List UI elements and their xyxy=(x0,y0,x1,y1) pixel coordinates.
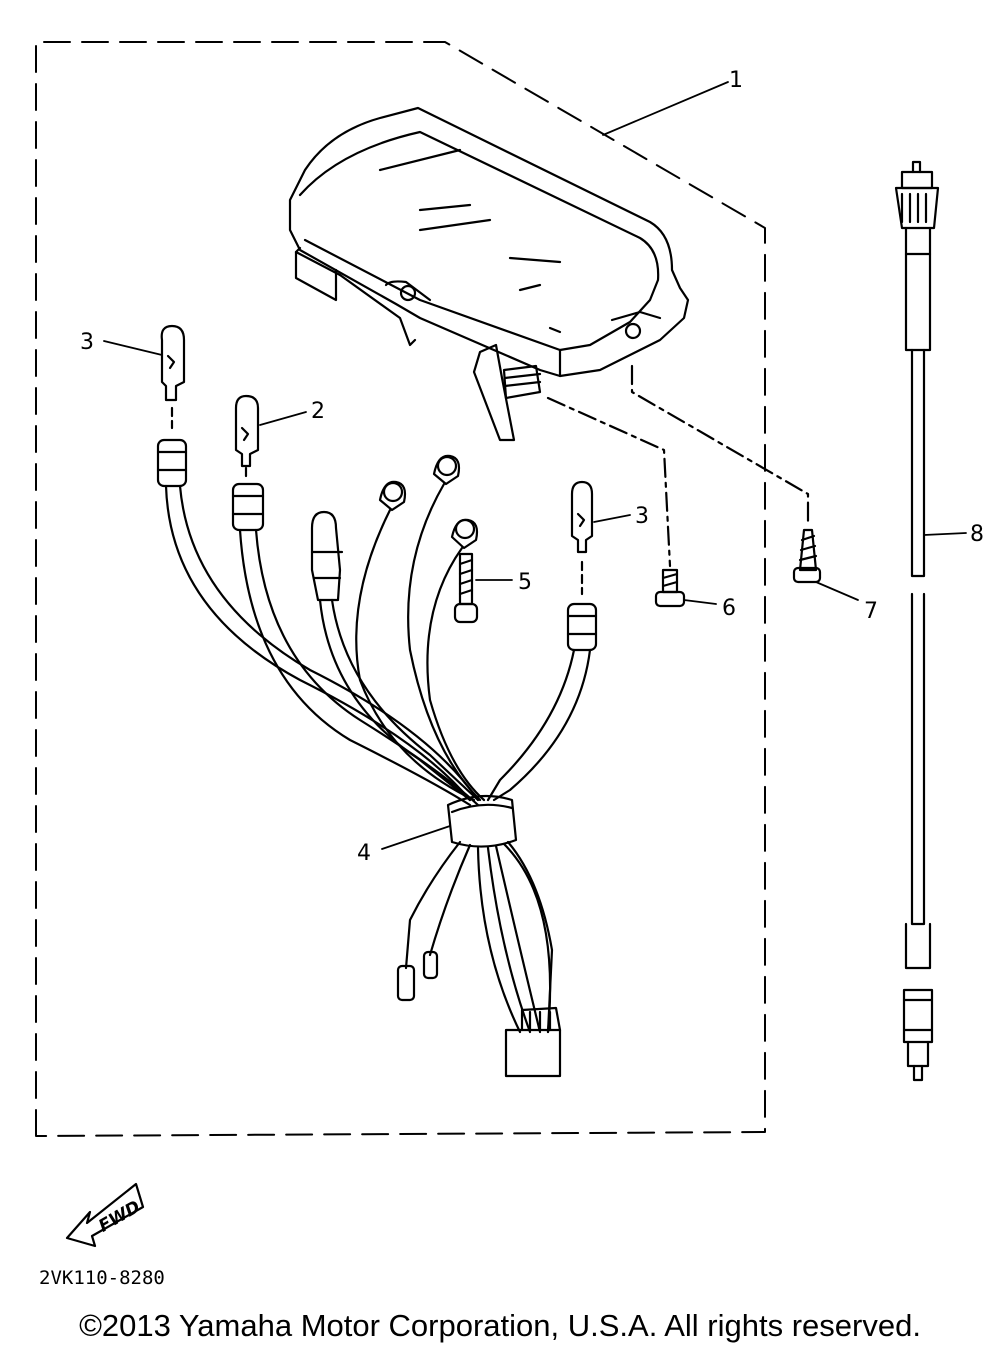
screw-5 xyxy=(453,552,479,624)
leader-1 xyxy=(602,81,729,136)
diagram-code: 2VK110-8280 xyxy=(39,1267,165,1289)
meter-assembly xyxy=(288,106,690,442)
bulb-2 xyxy=(234,394,260,468)
callout-3-left: 3 xyxy=(80,330,94,355)
assembly-boundary xyxy=(35,41,766,1137)
callout-4: 4 xyxy=(357,841,371,866)
callout-8: 8 xyxy=(970,522,984,547)
bolt-6 xyxy=(654,568,686,608)
callout-7: 7 xyxy=(864,599,878,624)
callout-3-right: 3 xyxy=(635,504,649,529)
fwd-label: FWD xyxy=(95,1197,144,1237)
bulb-3-left xyxy=(160,324,186,402)
leader-4 xyxy=(381,825,451,850)
screw-7 xyxy=(792,528,822,584)
copyright-notice: ©2013 Yamaha Motor Corporation, U.S.A. A… xyxy=(79,1308,921,1343)
bulb-3-right xyxy=(570,480,594,554)
fwd-arrow-icon xyxy=(65,1182,145,1248)
callout-6: 6 xyxy=(722,596,736,621)
wire-harness xyxy=(156,438,598,1078)
callout-1: 1 xyxy=(729,68,743,93)
callout-5: 5 xyxy=(518,570,532,595)
callout-2: 2 xyxy=(311,399,325,424)
speedometer-cable-8 xyxy=(894,160,940,1082)
